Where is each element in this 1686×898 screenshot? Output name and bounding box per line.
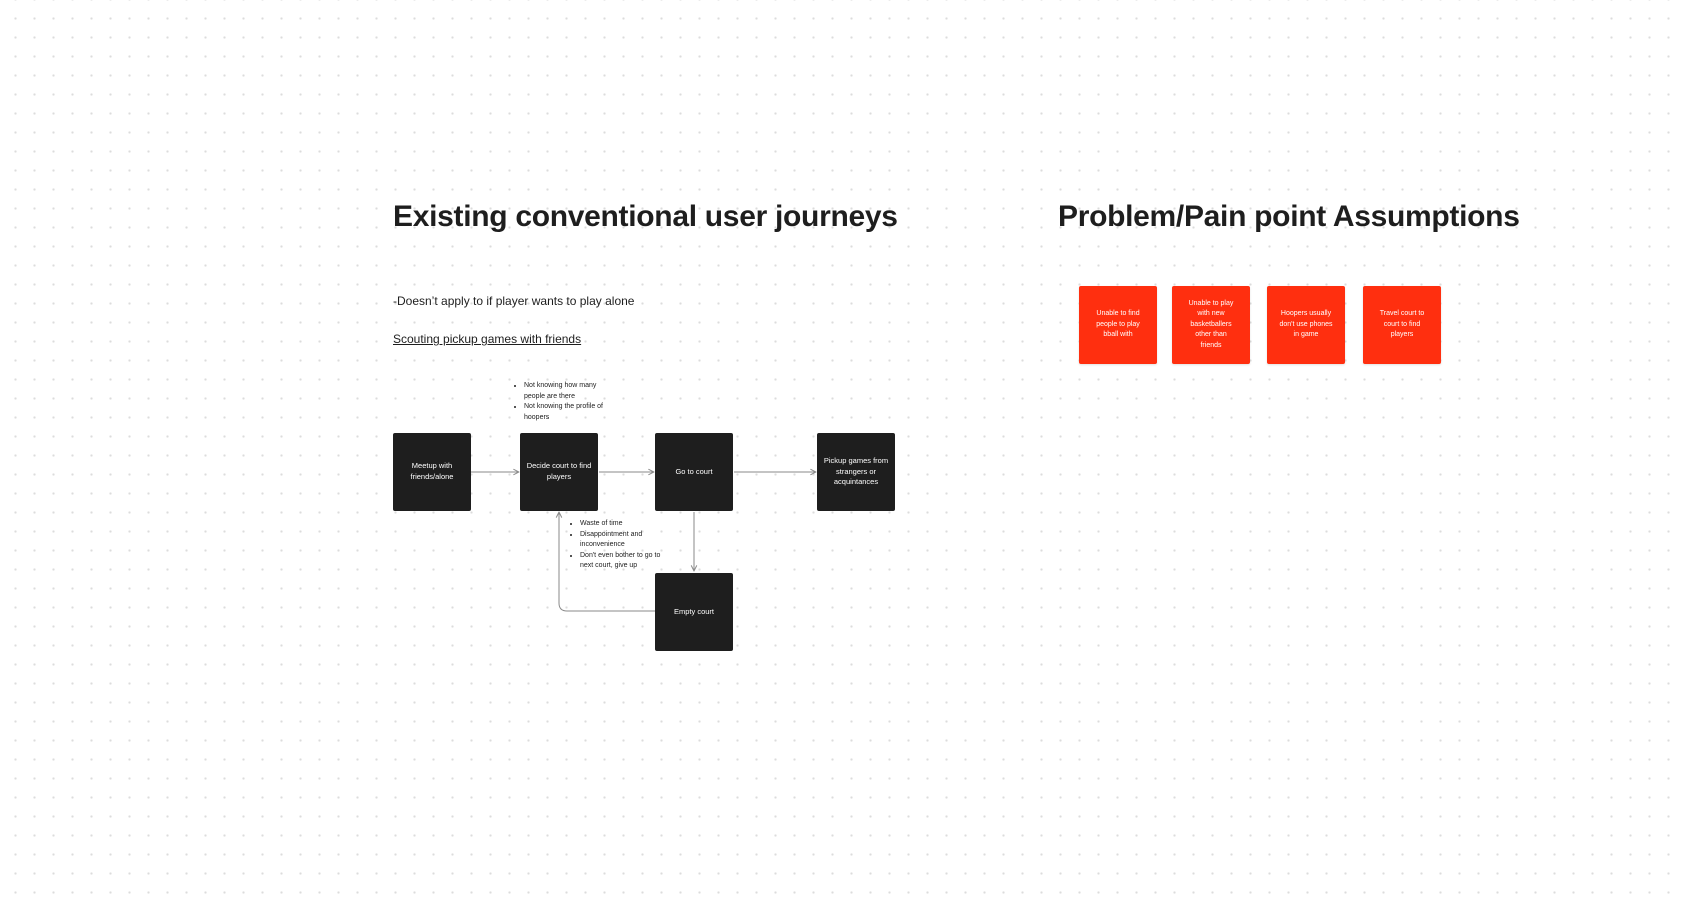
decide-court-notes: Not knowing how many people are there No… bbox=[512, 381, 614, 423]
pain-point-text: Travel court to court to find players bbox=[1379, 310, 1425, 339]
pain-point-text: Hoopers usually don't use phones in game bbox=[1279, 310, 1333, 339]
node-meetup[interactable]: Meetup with friends/alone bbox=[393, 433, 471, 511]
node-go-to-court[interactable]: Go to court bbox=[655, 433, 733, 511]
decide-note-item: Not knowing how many people are there bbox=[524, 381, 614, 402]
node-empty-court[interactable]: Empty court bbox=[655, 573, 733, 651]
node-decide-court[interactable]: Decide court to find players bbox=[520, 433, 598, 511]
empty-note-item: Disappointment and inconvenience bbox=[580, 530, 670, 551]
node-meetup-label: Meetup with friends/alone bbox=[410, 461, 454, 481]
empty-court-notes: Waste of time Disappointment and inconve… bbox=[568, 519, 670, 572]
arrow-empty-to-decide bbox=[559, 512, 655, 612]
node-decide-court-label: Decide court to find players bbox=[526, 461, 592, 481]
node-pickup-games-label: Pickup games from strangers or acquintan… bbox=[823, 455, 889, 487]
pain-points-title: Problem/Pain point Assumptions bbox=[1058, 200, 1520, 233]
journeys-title: Existing conventional user journeys bbox=[393, 200, 898, 233]
node-empty-court-label: Empty court bbox=[673, 606, 714, 616]
scope-note: -Doesn’t apply to if player wants to pla… bbox=[393, 294, 635, 308]
node-go-to-court-label: Go to court bbox=[675, 466, 713, 476]
pain-point-sticky[interactable]: Unable to play with new basketballers ot… bbox=[1172, 286, 1250, 364]
pain-point-sticky[interactable]: Hoopers usually don't use phones in game bbox=[1267, 286, 1345, 364]
node-pickup-games[interactable]: Pickup games from strangers or acquintan… bbox=[817, 433, 895, 511]
pain-point-sticky[interactable]: Unable to find people to play bball with bbox=[1079, 286, 1157, 364]
empty-note-item: Waste of time bbox=[580, 519, 670, 530]
pain-point-sticky[interactable]: Travel court to court to find players bbox=[1363, 286, 1441, 364]
pain-point-text: Unable to find people to play bball with bbox=[1096, 310, 1140, 339]
empty-note-item: Don't even bother to go to next court, g… bbox=[580, 551, 670, 572]
pain-point-text: Unable to play with new basketballers ot… bbox=[1188, 299, 1234, 349]
decide-note-item: Not knowing the profile of hoopers bbox=[524, 402, 614, 423]
scouting-link[interactable]: Scouting pickup games with friends bbox=[393, 332, 582, 346]
